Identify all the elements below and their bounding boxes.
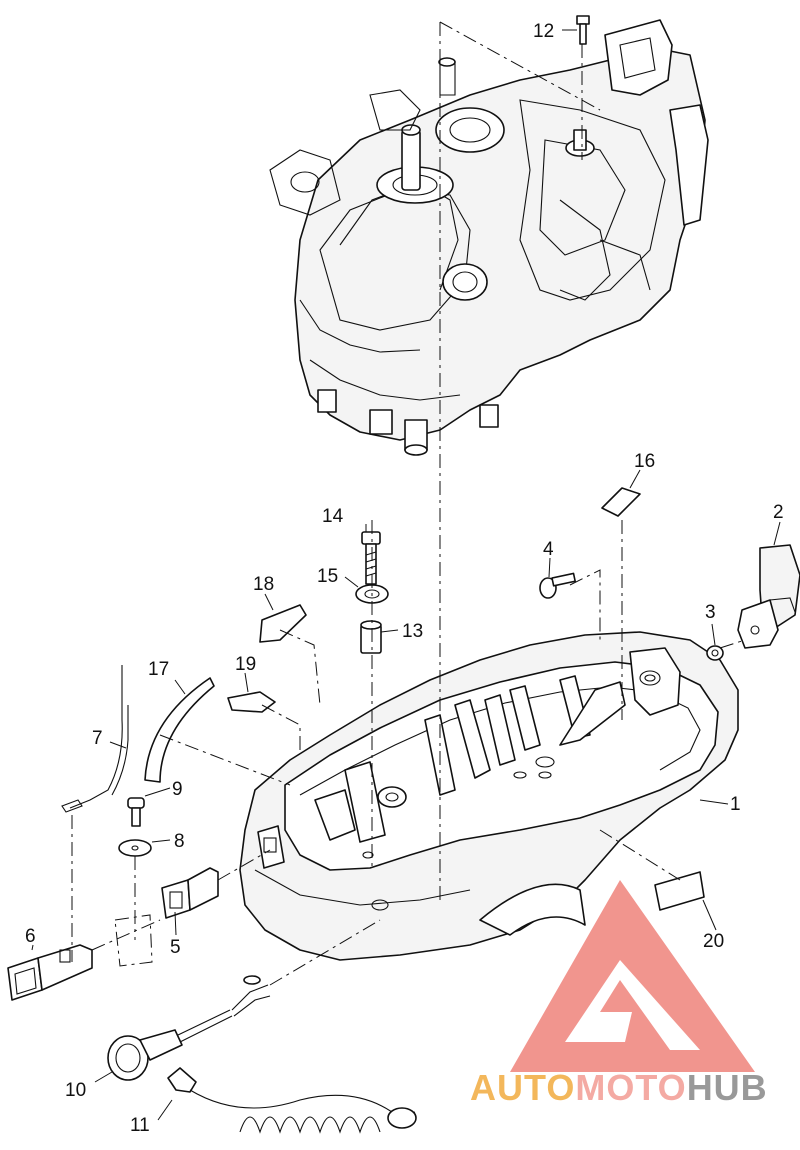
pad-16 [601,487,641,517]
callout-19: 19 [235,654,256,675]
screw-9 [127,797,145,827]
logo-moto: MOTO [575,1067,686,1108]
callout-9: 9 [172,779,183,800]
switch-housing-6 [7,914,153,1001]
callout-11: 11 [130,1115,150,1136]
logo-hub: HUB [687,1067,768,1108]
callout-8: 8 [174,831,185,852]
assembly-center-lines [71,21,746,986]
callout-13: 13 [402,621,423,642]
callout-15: 15 [317,566,338,587]
callout-18: 18 [253,574,274,595]
seal-strip-17 [144,677,215,783]
callout-4: 4 [543,539,554,560]
callout-5: 5 [170,937,181,958]
bottom-cowling [239,631,739,961]
callout-3: 3 [705,602,716,623]
powerhead-engine [269,19,709,456]
callout-14: 14 [322,506,344,527]
bolt-12 [576,15,590,45]
callout-labels: 1 2 3 4 5 6 7 8 9 10 11 12 13 14 15 16 1… [25,21,784,1136]
screw-4 [539,572,576,599]
stop-switch-10 [107,975,271,1081]
callout-17: 17 [148,659,169,680]
holder-5 [161,867,219,919]
callout-16: 16 [634,451,655,472]
seal-19 [227,691,276,713]
washer-8 [118,839,152,857]
grommet-3 [706,645,724,661]
callout-leaders [31,29,781,1121]
callout-7: 7 [92,728,103,749]
collar-13 [360,620,382,654]
callout-1: 1 [730,794,741,815]
seal-18 [259,604,307,643]
callout-12: 12 [533,21,554,42]
callout-10: 10 [65,1080,86,1101]
automotohub-logo: AUTOMOTOHUB [470,880,768,1108]
callout-20: 20 [703,931,724,952]
bracket-2 [737,544,800,649]
logo-triangle-mark [510,880,755,1072]
logo-wordmark: AUTOMOTOHUB [470,1067,768,1108]
callout-2: 2 [773,502,784,523]
callout-6: 6 [25,926,36,947]
lanyard-11 [167,1067,417,1134]
decal-20 [654,871,705,911]
logo-auto: AUTO [470,1067,575,1108]
cable-7 [61,665,129,813]
bolt-14 [361,531,381,585]
